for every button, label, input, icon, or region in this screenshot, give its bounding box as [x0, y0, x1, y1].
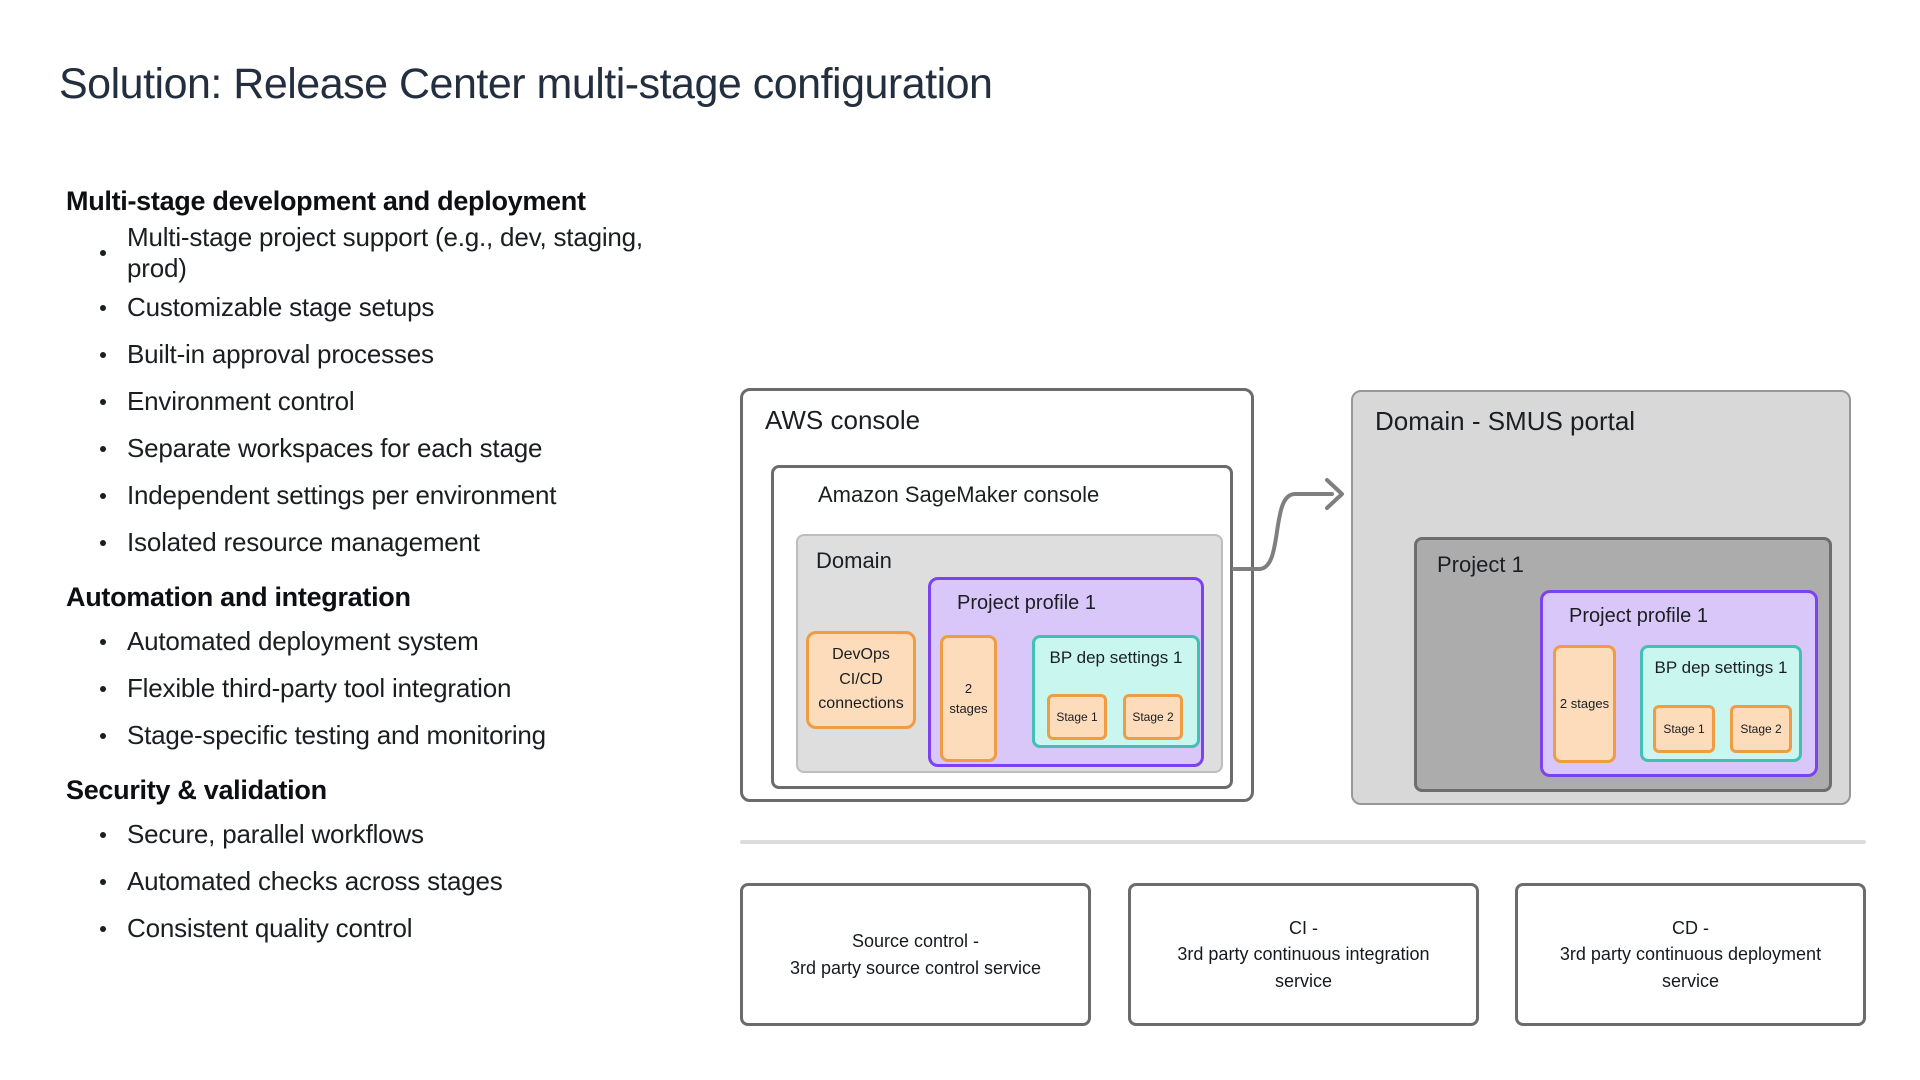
bullet-list-security: Secure, parallel workflows Automated che…: [66, 811, 676, 952]
domain-label: Domain: [816, 548, 892, 573]
smus-portal-box: Domain - SMUS portal Project 1 Project p…: [1351, 390, 1851, 805]
card-subtitle: 3rd party source control service: [789, 957, 1042, 978]
project-1-box: Project 1 Project profile 1 2 stages BP …: [1414, 537, 1832, 792]
ci-card: CI - 3rd party continuous integration se…: [1128, 883, 1479, 1026]
aws-console-label: AWS console: [765, 405, 921, 435]
bp-dep-settings-label: BP dep settings 1: [1654, 658, 1788, 677]
section-heading-security: Security & validation: [66, 775, 327, 805]
stage-1-box: Stage 1: [1047, 694, 1107, 740]
section-divider: [740, 840, 1866, 844]
bullet-item: Customizable stage setups: [66, 284, 676, 331]
stages-count-box: 2 stages: [1553, 645, 1616, 763]
stages-count-box: 2 stages: [940, 635, 997, 762]
card-subtitle: 3rd party continuous deployment service: [1559, 944, 1822, 991]
bullet-item: Separate workspaces for each stage: [66, 425, 676, 472]
aws-console-box: AWS console Amazon SageMaker console Dom…: [740, 388, 1254, 802]
stage-1-box: Stage 1: [1653, 705, 1715, 753]
domain-box: Domain DevOps CI/CD connections Project …: [796, 534, 1223, 773]
section-heading-automation: Automation and integration: [66, 582, 411, 612]
devops-connections-box: DevOps CI/CD connections: [806, 631, 916, 729]
bullet-item: Built-in approval processes: [66, 331, 676, 378]
project-1-label: Project 1: [1437, 552, 1524, 577]
project-profile-box: Project profile 1 2 stages BP dep settin…: [1540, 590, 1818, 777]
bullet-item: Automated deployment system: [66, 618, 676, 665]
bullet-list-multistage: Multi-stage project support (e.g., dev, …: [66, 222, 676, 566]
card-title: CI -: [1289, 918, 1318, 939]
bullet-list-automation: Automated deployment system Flexible thi…: [66, 618, 676, 759]
bullet-item: Consistent quality control: [66, 905, 676, 952]
project-profile-box: Project profile 1 2 stages BP dep settin…: [928, 577, 1204, 767]
sagemaker-console-label: Amazon SageMaker console: [818, 482, 1100, 507]
card-title: Source control -: [851, 931, 980, 952]
project-profile-label: Project profile 1: [957, 592, 1096, 614]
feature-list-panel: Multi-stage development and deployment M…: [66, 184, 676, 966]
cd-card: CD - 3rd party continuous deployment ser…: [1515, 883, 1866, 1026]
stage-2-box: Stage 2: [1123, 694, 1183, 740]
stage-2-box: Stage 2: [1730, 705, 1792, 753]
bullet-item: Flexible third-party tool integration: [66, 665, 676, 712]
card-subtitle: 3rd party continuous integration service: [1177, 944, 1430, 991]
bp-dep-settings-box: BP dep settings 1 Stage 1 Stage 2: [1640, 645, 1802, 762]
bullet-item: Isolated resource management: [66, 519, 676, 566]
section-heading-multistage: Multi-stage development and deployment: [66, 186, 586, 216]
page-title: Solution: Release Center multi-stage con…: [59, 60, 993, 108]
bullet-item: Independent settings per environment: [66, 472, 676, 519]
sagemaker-console-box: Amazon SageMaker console Domain DevOps C…: [771, 465, 1233, 789]
bp-dep-settings-box: BP dep settings 1 Stage 1 Stage 2: [1032, 635, 1200, 748]
smus-portal-label: Domain - SMUS portal: [1375, 406, 1636, 436]
bullet-item: Environment control: [66, 378, 676, 425]
bullet-item: Multi-stage project support (e.g., dev, …: [66, 222, 676, 284]
bp-dep-settings-label: BP dep settings 1: [1049, 648, 1183, 667]
card-title: CD -: [1672, 918, 1709, 939]
bullet-item: Stage-specific testing and monitoring: [66, 712, 676, 759]
bullet-item: Secure, parallel workflows: [66, 811, 676, 858]
project-profile-label: Project profile 1: [1569, 605, 1708, 627]
bullet-item: Automated checks across stages: [66, 858, 676, 905]
source-control-card: Source control - 3rd party source contro…: [740, 883, 1091, 1026]
